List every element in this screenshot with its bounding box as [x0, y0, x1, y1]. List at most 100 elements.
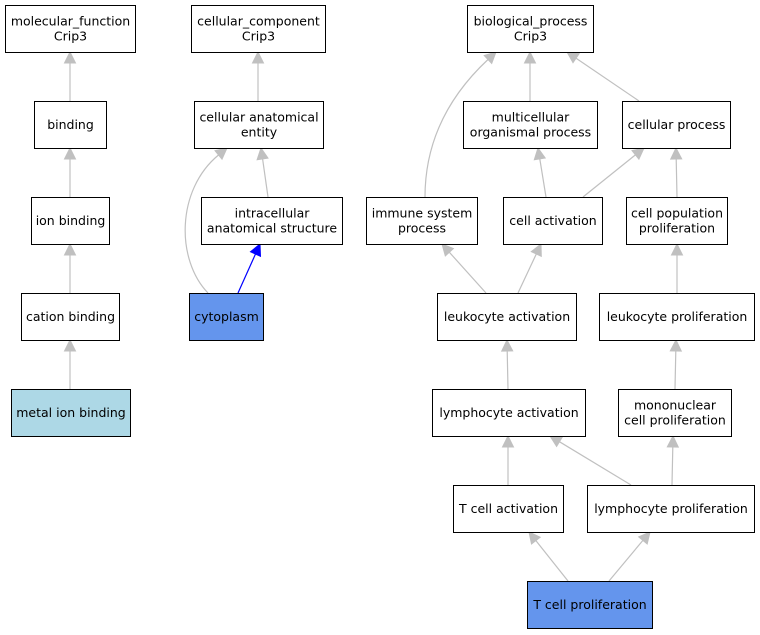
edge-immune-system-process-to-biological-process — [424, 51, 497, 198]
node-box — [432, 389, 586, 437]
edge-cellular-anatomical-entity-to-cellular-component — [251, 50, 265, 101]
arrowhead-icon — [249, 242, 262, 258]
node-label: cation binding — [26, 309, 115, 324]
node-label: cellular anatomical — [199, 110, 318, 125]
node-box — [201, 197, 343, 245]
node-sublabel: Crip3 — [54, 29, 87, 44]
edge-leukocyte-proliferation-to-cell-population-proliferation — [670, 242, 684, 293]
node-box — [31, 197, 110, 245]
node-box — [194, 101, 324, 149]
arrowhead-icon — [669, 146, 683, 160]
edge-cytoplasm-to-intracellular-anatomical-structure — [237, 242, 262, 294]
node-metal-ion-binding[interactable]: metal ion binding — [11, 389, 131, 437]
edge-line — [184, 154, 219, 294]
edge-t-cell-proliferation-to-t-cell-activation — [528, 531, 569, 582]
arrowhead-icon — [63, 50, 77, 64]
node-box — [503, 197, 603, 245]
node-box — [626, 197, 728, 245]
node-box — [618, 389, 732, 437]
arrowhead-icon — [566, 51, 581, 64]
edge-line — [424, 59, 489, 198]
edge-multicellular-organismal-process-to-biological-process — [523, 50, 537, 101]
node-box — [21, 293, 120, 341]
node-box — [191, 5, 326, 53]
node-ion-binding[interactable]: ion binding — [31, 197, 110, 245]
node-t-cell-activation[interactable]: T cell activation — [453, 485, 564, 533]
node-cation-binding[interactable]: cation binding — [21, 293, 120, 341]
node-sublabel: process — [398, 221, 446, 236]
edge-cell-activation-to-multicellular-organismal-process — [533, 146, 547, 198]
edge-line — [674, 350, 677, 390]
node-box — [34, 101, 107, 149]
node-box — [437, 293, 577, 341]
arrowhead-icon — [528, 531, 542, 545]
edge-lymphocyte-proliferation-to-mononuclear-cell-proliferation — [666, 434, 680, 486]
edge-t-cell-activation-to-lymphocyte-activation — [501, 434, 515, 485]
node-box — [463, 101, 598, 149]
arrowhead-icon — [631, 147, 645, 161]
node-label: binding — [47, 117, 94, 132]
node-sublabel: Crip3 — [242, 29, 275, 44]
edge-intracellular-anatomical-structure-to-cellular-anatomical-entity — [256, 146, 269, 198]
node-label: mononuclear — [634, 398, 717, 413]
node-cellular-process[interactable]: cellular process — [622, 101, 731, 149]
node-leukocyte-activation[interactable]: leukocyte activation — [437, 293, 577, 341]
arrowhead-icon — [669, 338, 683, 352]
node-box — [189, 293, 264, 341]
node-t-cell-proliferation[interactable]: T cell proliferation — [527, 581, 653, 629]
node-box — [622, 101, 731, 149]
node-sublabel: Crip3 — [514, 29, 547, 44]
node-binding[interactable]: binding — [34, 101, 107, 149]
node-label: biological_process — [474, 14, 588, 29]
edge-t-cell-proliferation-to-lymphocyte-proliferation — [608, 531, 651, 582]
node-box — [11, 389, 131, 437]
edge-cation-binding-to-ion-binding — [63, 242, 77, 293]
edge-line — [582, 154, 636, 198]
node-leukocyte-proliferation[interactable]: leukocyte proliferation — [599, 293, 755, 341]
edge-ion-binding-to-binding — [63, 146, 77, 197]
node-sublabel: entity — [241, 125, 278, 140]
arrowhead-icon — [666, 434, 680, 448]
node-label: lymphocyte activation — [439, 405, 578, 420]
arrowhead-icon — [214, 147, 228, 161]
edge-line — [675, 158, 678, 198]
arrowhead-icon — [530, 242, 542, 258]
node-label: T cell proliferation — [532, 597, 646, 612]
arrowhead-icon — [637, 531, 651, 545]
edge-line — [237, 253, 257, 294]
edge-line — [559, 441, 632, 486]
node-label: immune system — [372, 206, 473, 221]
edge-cytoplasm-to-cellular-anatomical-entity — [184, 147, 228, 294]
node-label: cell activation — [509, 213, 596, 228]
arrowhead-icon — [63, 338, 77, 352]
edge-line — [575, 57, 640, 102]
edge-binding-to-molecular-function — [63, 50, 77, 101]
node-lymphocyte-proliferation[interactable]: lymphocyte proliferation — [587, 485, 755, 533]
edge-line — [671, 446, 674, 486]
node-label: lymphocyte proliferation — [594, 501, 748, 516]
node-label: intracellular — [235, 206, 311, 221]
edge-mononuclear-cell-proliferation-to-leukocyte-proliferation — [669, 338, 683, 390]
arrowhead-icon — [549, 435, 564, 448]
edge-cellular-process-to-biological-process — [566, 51, 640, 102]
node-sublabel: cell proliferation — [624, 413, 726, 428]
node-lymphocyte-activation[interactable]: lymphocyte activation — [432, 389, 586, 437]
edge-line — [506, 350, 509, 390]
node-label: multicellular — [492, 110, 571, 125]
arrowhead-icon — [523, 50, 537, 64]
node-cytoplasm[interactable]: cytoplasm — [189, 293, 264, 341]
node-sublabel: anatomical structure — [207, 221, 337, 236]
node-cell-activation[interactable]: cell activation — [503, 197, 603, 245]
arrowhead-icon — [483, 51, 497, 65]
edge-line — [517, 253, 537, 294]
